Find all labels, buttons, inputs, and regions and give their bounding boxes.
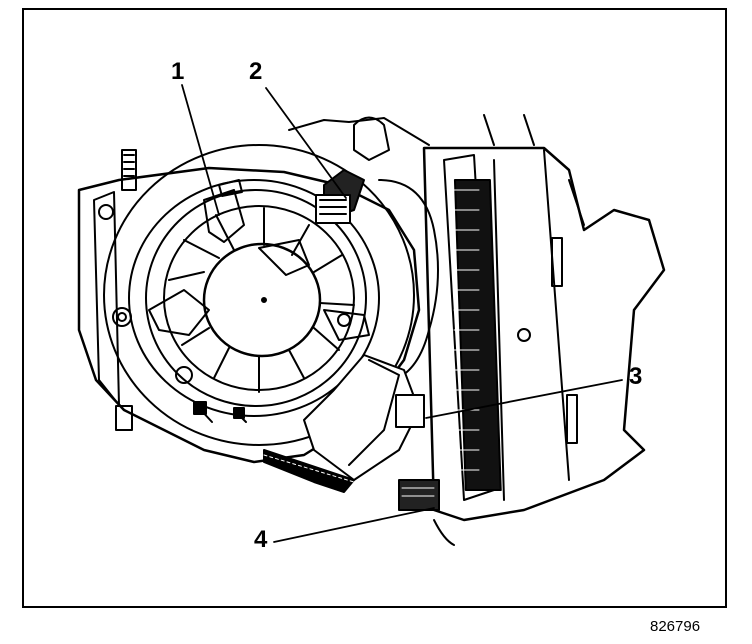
callout-4: 4 [254,526,268,553]
hvac-housing [288,114,666,522]
blower-housing [77,144,421,493]
illustration-frame: 1 2 3 4 [22,8,727,608]
callout-2: 2 [249,58,263,85]
blower-fan-wheel [148,179,370,393]
figure-number: 826796 [650,618,701,635]
leader-lines [181,84,623,543]
callout-1: 1 [171,58,185,85]
blower-motor-illustration [77,84,666,546]
leader-line-1 [181,84,220,216]
leader-line-2 [265,87,347,199]
callout-3: 3 [629,363,643,390]
leader-line-4 [273,507,435,543]
leader-line-3 [425,379,623,419]
